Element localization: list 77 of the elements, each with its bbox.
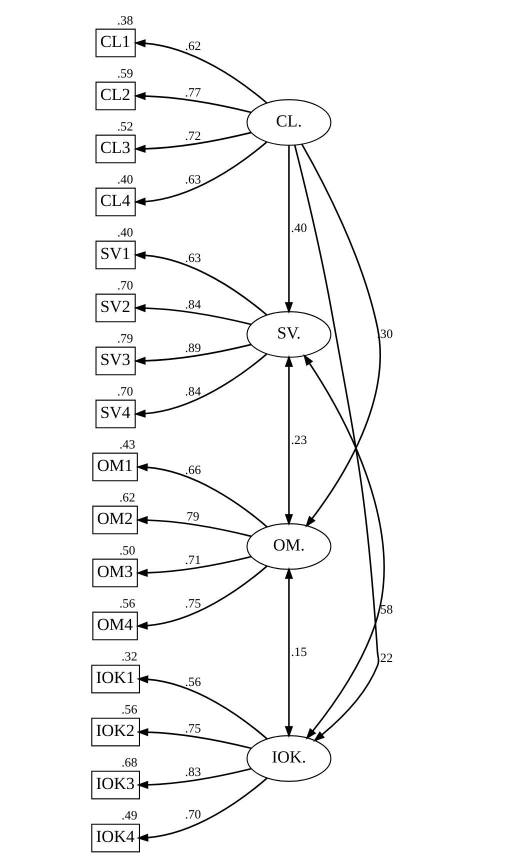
edge-label: .66 xyxy=(185,462,201,477)
edge-label: .77 xyxy=(185,86,201,100)
arrow xyxy=(134,251,268,316)
node-label: .50 xyxy=(119,544,136,558)
arrow xyxy=(136,566,268,630)
arrow xyxy=(136,516,252,538)
node-box: IOK4 xyxy=(91,824,140,852)
edge-label: .70 xyxy=(185,808,201,822)
node-box: CL3 xyxy=(95,134,136,164)
arrow xyxy=(136,556,252,577)
node-label: .49 xyxy=(121,808,138,823)
edge-label: .75 xyxy=(185,596,201,611)
node-label: .62 xyxy=(119,490,136,505)
node-label: .56 xyxy=(121,702,138,717)
node-label: .56 xyxy=(119,596,136,611)
node-label: .40 xyxy=(117,172,134,187)
edge-label: .83 xyxy=(185,765,201,780)
node-label: .79 xyxy=(117,332,134,346)
edge-label: .84 xyxy=(185,298,201,312)
edge-label: 79 xyxy=(186,510,200,524)
edge-label: .84 xyxy=(185,384,201,399)
node-box: SV3 xyxy=(95,346,136,376)
edge-label: .15 xyxy=(291,644,307,659)
edge-label: .23 xyxy=(291,432,307,447)
edge-label: .71 xyxy=(185,553,201,568)
node-label: .32 xyxy=(121,650,138,664)
node-box: OM4 xyxy=(92,612,138,640)
node-label: .43 xyxy=(119,438,136,452)
arrow xyxy=(134,92,252,114)
node-label: .52 xyxy=(117,120,134,134)
node-box: CL1 xyxy=(95,28,136,58)
edge-label: .63 xyxy=(185,172,201,187)
node-ellipse: CL. xyxy=(246,99,332,146)
arrow xyxy=(134,39,268,104)
node-label: .40 xyxy=(117,226,134,240)
node-label: .68 xyxy=(121,756,138,770)
edge-label: .62 xyxy=(185,38,201,53)
edge-label: .40 xyxy=(291,220,307,235)
edge-label: .63 xyxy=(185,250,201,265)
arrow xyxy=(134,304,252,326)
arrow xyxy=(303,354,385,740)
arrow xyxy=(284,567,294,738)
node-label: .70 xyxy=(117,278,134,293)
node-ellipse: IOK. xyxy=(246,735,332,782)
node-box: SV4 xyxy=(95,400,136,428)
edge-label: .72 xyxy=(185,129,201,144)
arrow xyxy=(134,132,252,153)
arrow xyxy=(134,344,252,365)
arrow xyxy=(136,675,268,740)
node-box: IOK2 xyxy=(91,718,140,746)
node-ellipse: OM. xyxy=(246,523,332,570)
node-ellipse: SV. xyxy=(246,311,332,358)
node-label: .59 xyxy=(117,66,134,81)
node-box: SV2 xyxy=(95,294,136,322)
node-box: IOK3 xyxy=(91,770,140,800)
arrow xyxy=(134,354,268,418)
edge-label: .56 xyxy=(185,675,201,689)
arrow xyxy=(284,146,294,314)
node-box: IOK1 xyxy=(91,664,140,694)
edge-label: .89 xyxy=(185,341,201,356)
node-box: OM1 xyxy=(92,452,138,482)
edge-label: .75 xyxy=(185,722,201,736)
node-label: .70 xyxy=(117,384,134,399)
arrow xyxy=(301,144,381,528)
arrow xyxy=(136,778,268,842)
arrow xyxy=(136,768,252,789)
arrow xyxy=(284,355,294,526)
arrow xyxy=(136,728,252,750)
arrow xyxy=(136,463,268,528)
node-box: SV1 xyxy=(95,240,136,270)
arrow xyxy=(134,142,268,206)
node-label: .38 xyxy=(117,14,134,28)
node-box: OM2 xyxy=(92,506,138,534)
node-box: OM3 xyxy=(92,558,138,588)
node-box: CL4 xyxy=(95,188,136,216)
node-box: CL2 xyxy=(95,82,136,110)
arrow xyxy=(294,144,380,742)
